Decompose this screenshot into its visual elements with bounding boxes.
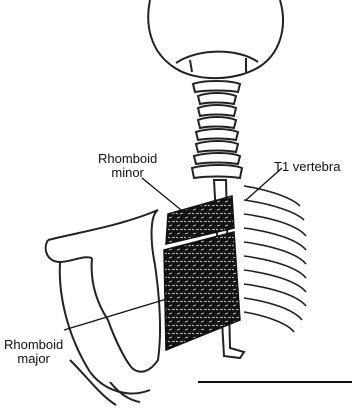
rhomboid-minor-label: Rhomboid minor xyxy=(98,152,157,180)
t1-vertebra-label: T1 vertebra xyxy=(274,160,340,174)
scapula-outline xyxy=(46,210,160,405)
skull-outline xyxy=(148,0,283,78)
rhomboid-major-label: Rhomboid major xyxy=(4,338,63,366)
rib-cage xyxy=(244,186,306,332)
